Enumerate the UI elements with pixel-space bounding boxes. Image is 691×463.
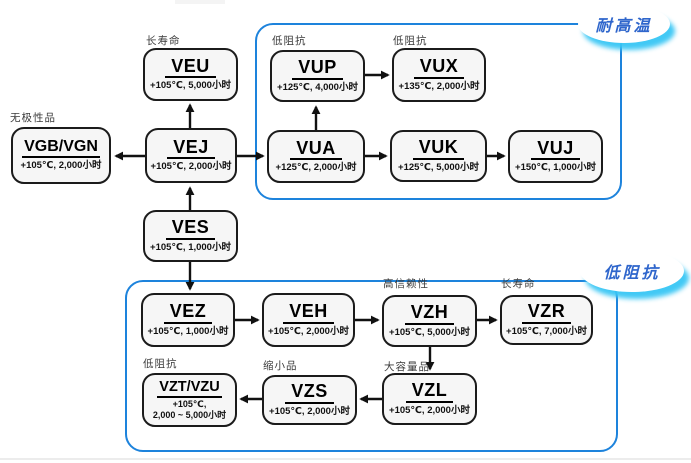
node-vgbvgn: VGB/VGN +105℃, 2,000小时 bbox=[11, 127, 111, 184]
series-spec: +105℃, 2,000小时 bbox=[150, 161, 232, 173]
series-name: VEH bbox=[283, 302, 334, 324]
node-vux: VUX +135℃, 2,000小时 bbox=[392, 48, 486, 102]
feature-label-long-life-vzr: 长寿命 bbox=[501, 278, 536, 290]
node-vup: VUP +125℃, 4,000小时 bbox=[270, 50, 365, 102]
series-spec: +150℃, 1,000小时 bbox=[515, 162, 596, 174]
series-name: VES bbox=[165, 218, 216, 240]
series-name: VEJ bbox=[167, 137, 215, 160]
group-low-impedance-border bbox=[125, 280, 618, 452]
node-veu: VEU +105℃, 5,000小时 bbox=[143, 48, 238, 101]
series-name: VUA bbox=[290, 138, 342, 161]
node-vztvzu: VZT/VZU +105℃, 2,000 ~ 5,000小时 bbox=[142, 373, 237, 427]
series-spec: +105℃, 2,000小时 bbox=[389, 404, 470, 416]
series-name: VZL bbox=[405, 381, 454, 403]
page-divider-line bbox=[0, 458, 691, 460]
series-name: VZS bbox=[285, 382, 334, 404]
feature-label-low-impedance-vzt: 低阻抗 bbox=[143, 358, 178, 370]
feature-label-low-impedance-vup: 低阻抗 bbox=[272, 35, 307, 47]
series-name: VZH bbox=[404, 303, 455, 325]
node-vua: VUA +125℃, 2,000小时 bbox=[267, 130, 365, 183]
series-spec: +105℃, 5,000小时 bbox=[389, 326, 470, 338]
node-ves: VES +105℃, 1,000小时 bbox=[143, 210, 238, 262]
series-spec: +105℃, 2,000 ~ 5,000小时 bbox=[152, 399, 227, 420]
badge-low-impedance: 低阻抗 bbox=[580, 250, 684, 292]
node-vzs: VZS +105℃, 2,000小时 bbox=[262, 375, 357, 425]
node-vuk: VUK +125℃, 5,000小时 bbox=[390, 130, 487, 182]
series-name: VUK bbox=[412, 138, 465, 160]
series-spec: +105℃, 2,000小时 bbox=[20, 160, 102, 172]
series-name: VEU bbox=[165, 56, 216, 79]
feature-label-low-impedance-vux: 低阻抗 bbox=[393, 35, 428, 47]
series-spec: +105℃, 1,000小时 bbox=[150, 241, 231, 253]
node-vzh: VZH +105℃, 5,000小时 bbox=[382, 295, 477, 347]
cropped-title-artifact bbox=[175, 0, 225, 4]
series-spec: +135℃, 2,000小时 bbox=[398, 80, 480, 92]
feature-label-long-life: 长寿命 bbox=[146, 35, 181, 47]
series-spec: +105℃, 5,000小时 bbox=[150, 80, 231, 92]
series-spec: +125℃, 2,000小时 bbox=[275, 162, 357, 174]
node-vzl: VZL +105℃, 2,000小时 bbox=[382, 373, 477, 425]
series-spec: +105℃, 1,000小时 bbox=[147, 325, 229, 337]
series-spec: +105℃, 2,000小时 bbox=[268, 325, 349, 337]
node-vuj: VUJ +150℃, 1,000小时 bbox=[508, 130, 603, 183]
series-name: VUX bbox=[413, 57, 465, 79]
series-spec: +125℃, 5,000小时 bbox=[398, 161, 479, 173]
badge-heat-resistant: 耐高温 bbox=[578, 5, 670, 43]
feature-label-miniaturized: 缩小品 bbox=[263, 360, 298, 372]
series-name: VEZ bbox=[163, 302, 213, 324]
node-vez: VEZ +105℃, 1,000小时 bbox=[141, 293, 235, 347]
series-name: VGB/VGN bbox=[22, 138, 100, 159]
series-spec: +105℃, 2,000小时 bbox=[269, 405, 350, 417]
node-vej: VEJ +105℃, 2,000小时 bbox=[145, 128, 237, 183]
group-heat-resistant-border bbox=[255, 23, 622, 200]
series-spec: +125℃, 4,000小时 bbox=[277, 81, 358, 93]
feature-label-high-reliability: 高信赖性 bbox=[383, 278, 429, 290]
node-vzr: VZR +105℃, 7,000小时 bbox=[500, 295, 593, 345]
series-name: VZR bbox=[521, 302, 572, 324]
series-name: VUP bbox=[292, 58, 343, 80]
series-name: VUJ bbox=[531, 138, 580, 161]
feature-label-large-capacity: 大容量品 bbox=[384, 361, 430, 373]
series-spec: +105℃, 7,000小时 bbox=[506, 325, 587, 337]
feature-label-non-polar: 无极性品 bbox=[10, 112, 56, 124]
node-veh: VEH +105℃, 2,000小时 bbox=[262, 293, 355, 347]
series-name: VZT/VZU bbox=[157, 379, 222, 399]
